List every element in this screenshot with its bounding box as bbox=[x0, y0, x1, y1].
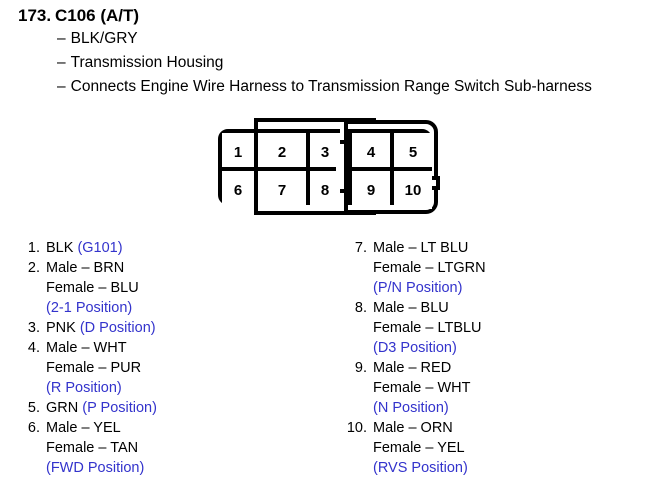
pin-legend-number: 1. bbox=[27, 240, 40, 256]
detail-text: Connects Engine Wire Harness to Transmis… bbox=[70, 78, 592, 95]
pin-legend-line: (R Position) bbox=[46, 378, 318, 398]
pin-separator-horizontal bbox=[348, 167, 432, 171]
pin-legend-right-column: 7. Male – LT BLU Female – LTGRN (P/N Positi… bbox=[345, 238, 655, 478]
pin-legend-number: 10. bbox=[346, 420, 367, 436]
pin-wire-label: BLK bbox=[46, 240, 78, 256]
pin-5: 5 bbox=[394, 133, 432, 171]
detail-line-wire-color: –BLK/GRY bbox=[57, 30, 138, 48]
pin-legend-item: 4. Male – WHT Female – PUR (R Position) bbox=[18, 338, 318, 398]
dash-marker: – bbox=[57, 78, 66, 95]
pin-wire-label: Male – LT BLU bbox=[373, 240, 469, 256]
pin-9: 9 bbox=[352, 171, 390, 209]
pin-3: 3 bbox=[310, 133, 340, 171]
pin-wire-label: Male – BLU bbox=[373, 300, 449, 316]
pin-position-label: (2-1 Position) bbox=[46, 300, 133, 316]
pin-legend-item: 1. BLK (G101) bbox=[18, 238, 318, 258]
pin-10: 10 bbox=[394, 171, 432, 209]
pin-legend-line: Male – RED bbox=[373, 358, 655, 378]
pin-legend-line: (P/N Position) bbox=[373, 278, 655, 298]
pin-legend-line: PNK (D Position) bbox=[46, 318, 318, 338]
pin-7: 7 bbox=[258, 171, 306, 209]
connector-id: C106 (A/T) bbox=[55, 6, 140, 25]
detail-line-location: –Transmission Housing bbox=[57, 54, 223, 72]
pin-legend-line: Female – LTBLU bbox=[373, 318, 655, 338]
pin-legend-line: Male – BRN bbox=[46, 258, 318, 278]
pin-wire-label: Female – LTGRN bbox=[373, 260, 486, 276]
pin-legend-line: Male – LT BLU bbox=[373, 238, 655, 258]
pin-legend-item: 7. Male – LT BLU Female – LTGRN (P/N Positi… bbox=[345, 238, 655, 298]
pin-legend-number: 3. bbox=[27, 320, 40, 336]
pin-wire-label: Female – PUR bbox=[46, 360, 142, 376]
pin-legend-line: Male – WHT bbox=[46, 338, 318, 358]
detail-text: BLK/GRY bbox=[70, 30, 138, 47]
pin-legend-item: 5. GRN (P Position) bbox=[18, 398, 318, 418]
pin-wire-label: Male – WHT bbox=[46, 340, 127, 356]
pin-position-label: (N Position) bbox=[373, 400, 449, 416]
pin-wire-label: Male – ORN bbox=[373, 420, 453, 436]
pin-wire-label: Male – BRN bbox=[46, 260, 125, 276]
pin-wire-label: PNK bbox=[46, 320, 80, 336]
pin-legend-number: 5. bbox=[27, 400, 40, 416]
pin-8: 8 bbox=[310, 171, 340, 209]
pin-legend-line: GRN (P Position) bbox=[46, 398, 318, 418]
pin-4: 4 bbox=[352, 133, 390, 171]
detail-text: Transmission Housing bbox=[70, 54, 224, 71]
dash-marker: – bbox=[57, 54, 66, 71]
page-title: 173.C106 (A/T) bbox=[18, 6, 139, 26]
pin-position-label: (D3 Position) bbox=[373, 340, 457, 356]
pin-legend-line: (FWD Position) bbox=[46, 458, 318, 478]
pin-legend-item: 9. Male – RED Female – WHT (N Position) bbox=[345, 358, 655, 418]
pin-legend-left-column: 1. BLK (G101) 2. Male – BRN Female – BLU (2-1… bbox=[18, 238, 318, 478]
pin-legend-item: 3. PNK (D Position) bbox=[18, 318, 318, 338]
pin-wire-label: Male – YEL bbox=[46, 420, 121, 436]
pin-legend-line: (N Position) bbox=[373, 398, 655, 418]
pin-position-label: (R Position) bbox=[46, 380, 122, 396]
detail-line-connects: –Connects Engine Wire Harness to Transmi… bbox=[57, 78, 592, 96]
pin-legend-item: 2. Male – BRN Female – BLU (2-1 Position) bbox=[18, 258, 318, 318]
pin-legend-number: 4. bbox=[27, 340, 40, 356]
pin-legend-line: Male – ORN bbox=[373, 418, 655, 438]
pin-1: 1 bbox=[222, 133, 254, 171]
pin-legend-number: 7. bbox=[354, 240, 367, 256]
pin-position-label: (FWD Position) bbox=[46, 460, 145, 476]
pin-wire-label: Male – RED bbox=[373, 360, 452, 376]
pin-legend-number: 2. bbox=[27, 260, 40, 276]
pin-legend-number: 6. bbox=[27, 420, 40, 436]
pin-wire-label: GRN bbox=[46, 400, 83, 416]
item-number: 173. bbox=[18, 6, 52, 25]
pin-6: 6 bbox=[222, 171, 254, 209]
dash-marker: – bbox=[57, 30, 66, 47]
pin-separator-horizontal bbox=[222, 167, 336, 171]
pin-legend-number: 8. bbox=[354, 300, 367, 316]
pin-wire-label: Female – TAN bbox=[46, 440, 139, 456]
pin-legend-item: 6. Male – YEL Female – TAN (FWD Position) bbox=[18, 418, 318, 478]
pin-wire-label: Female – YEL bbox=[373, 440, 465, 456]
pin-legend-line: Female – LTGRN bbox=[373, 258, 655, 278]
pin-wire-label: Female – LTBLU bbox=[373, 320, 482, 336]
pin-legend-line: Male – YEL bbox=[46, 418, 318, 438]
pin-legend-line: (D3 Position) bbox=[373, 338, 655, 358]
pin-legend-line: Female – PUR bbox=[46, 358, 318, 378]
pin-legend-item: 10. Male – ORN Female – YEL (RVS Position) bbox=[345, 418, 655, 478]
pin-position-label: (RVS Position) bbox=[373, 460, 468, 476]
pin-legend-line: BLK (G101) bbox=[46, 238, 318, 258]
pin-legend-line: Female – YEL bbox=[373, 438, 655, 458]
pin-legend-item: 8. Male – BLU Female – LTBLU (D3 Position) bbox=[345, 298, 655, 358]
pin-position-label: (D Position) bbox=[79, 320, 156, 336]
pin-legend-line: (RVS Position) bbox=[373, 458, 655, 478]
pin-legend-line: Female – BLU bbox=[46, 278, 318, 298]
pin-legend-number: 9. bbox=[354, 360, 367, 376]
pin-2: 2 bbox=[258, 133, 306, 171]
pin-wire-label: Female – WHT bbox=[373, 380, 471, 396]
pin-position-label: (P Position) bbox=[82, 400, 157, 416]
pin-legend-line: Female – WHT bbox=[373, 378, 655, 398]
pin-legend-line: Female – TAN bbox=[46, 438, 318, 458]
pin-position-label: (G101) bbox=[77, 240, 123, 256]
pin-legend-line: Male – BLU bbox=[373, 298, 655, 318]
pin-position-label: (P/N Position) bbox=[373, 280, 463, 296]
pin-legend-line: (2-1 Position) bbox=[46, 298, 318, 318]
pin-wire-label: Female – BLU bbox=[46, 280, 139, 296]
